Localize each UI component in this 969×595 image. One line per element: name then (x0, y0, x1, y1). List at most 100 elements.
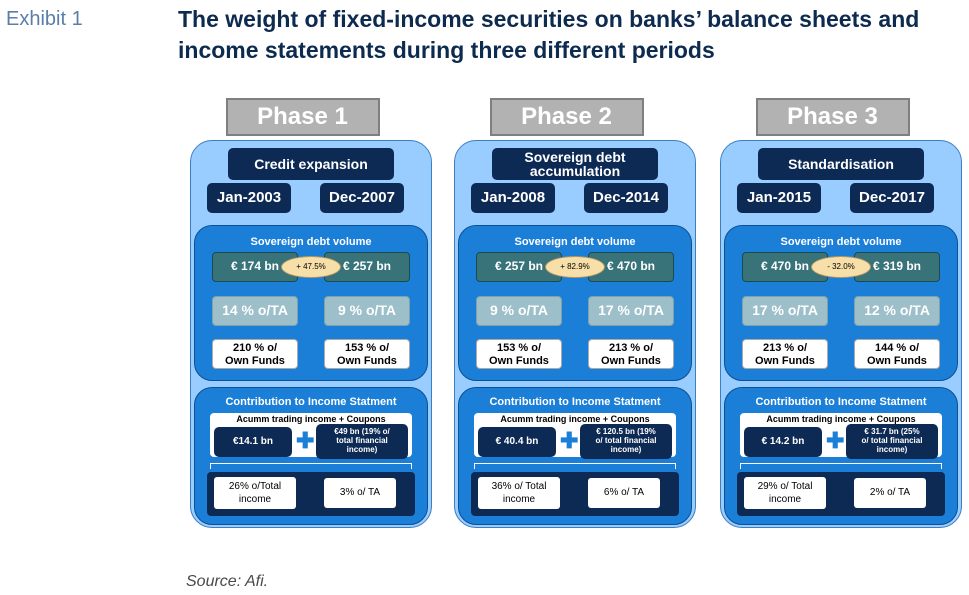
start-date: Jan-2003 (207, 183, 291, 213)
contribution-title: Contribution to Income Statment (225, 396, 397, 408)
volume-change-badge: + 47.5% (281, 256, 341, 278)
coupons-line2: total financial (336, 436, 388, 445)
coupons-line2: o/ total financial (861, 436, 923, 445)
volume-title: Sovereign debt volume (250, 236, 372, 248)
phase-panel: Phase 1 Credit expansion Jan-2003 Dec-20… (170, 98, 435, 538)
plus-icon: ✚ (560, 428, 579, 453)
ota-start: 14 % o/TA (212, 296, 298, 326)
phase-panel: Phase 2 Sovereign debt accumulation Jan-… (434, 98, 699, 538)
phase-panel: Phase 3 Standardisation Jan-2015 Dec-201… (700, 98, 965, 538)
own-funds-start: 213 % o/ Own Funds (742, 339, 828, 369)
ta-share: 6% o/ TA (588, 478, 660, 508)
bracket-divider (210, 463, 412, 469)
sovereign-debt-section: Sovereign debt volume € 257 bn € 470 bn … (458, 225, 692, 381)
total-income-line1: 36% o/ Total (491, 481, 547, 492)
income-contribution-section: Contribution to Income Statment Acumm tr… (194, 387, 428, 525)
coupons-line1: €49 bn (19% o/ (334, 427, 390, 436)
phase-body: Standardisation Jan-2015 Dec-2017 Sovere… (720, 140, 962, 528)
own-funds-end-line1: 153 % o/ (344, 342, 390, 354)
trading-income: €14.1 bn (214, 427, 292, 457)
own-funds-start: 210 % o/ Own Funds (212, 339, 298, 369)
ta-share: 2% o/ TA (854, 478, 926, 508)
income-contribution-section: Contribution to Income Statment Acumm tr… (724, 387, 958, 525)
totals-box: 26% o/Total income 3% o/ TA (207, 472, 415, 516)
own-funds-end: 153 % o/ Own Funds (324, 339, 410, 369)
sovereign-debt-section: Sovereign debt volume € 470 bn € 319 bn … (724, 225, 958, 381)
start-date: Jan-2015 (737, 183, 821, 213)
own-funds-start-line2: Own Funds (755, 355, 815, 367)
volume-change-badge: + 82.9% (545, 256, 605, 278)
total-income-share: 26% o/Total income (214, 477, 296, 509)
phase-body: Credit expansion Jan-2003 Dec-2007 Sover… (190, 140, 432, 528)
total-income-line1: 29% o/ Total (757, 481, 813, 492)
own-funds-start-line2: Own Funds (225, 355, 285, 367)
own-funds-end: 144 % o/ Own Funds (854, 339, 940, 369)
bracket-divider (740, 463, 942, 469)
phase-label: Phase 2 (489, 98, 644, 136)
phase-body: Sovereign debt accumulation Jan-2008 Dec… (454, 140, 696, 528)
own-funds-end-line2: Own Funds (601, 355, 661, 367)
volume-start: € 257 bn (476, 252, 562, 282)
plus-icon: ✚ (296, 428, 315, 453)
coupons-line1: € 120.5 bn (19% (596, 427, 656, 436)
ota-start: 17 % o/TA (742, 296, 828, 326)
total-income-line1: 26% o/Total (228, 481, 282, 492)
phase-subtitle: Sovereign debt accumulation (492, 148, 658, 180)
bracket-divider (474, 463, 676, 469)
own-funds-start-line1: 213 % o/ (762, 342, 808, 354)
contribution-title: Contribution to Income Statment (755, 396, 927, 408)
volume-start: € 174 bn (212, 252, 298, 282)
ota-start: 9 % o/TA (476, 296, 562, 326)
coupons-income: €49 bn (19% o/ total financial income) (316, 424, 408, 459)
trading-income: € 40.4 bn (478, 427, 556, 457)
source-note: Source: Afi. (186, 573, 269, 590)
phase-label: Phase 1 (225, 98, 380, 136)
acumm-label: Acumm trading income + Coupons (766, 414, 916, 424)
own-funds-end: 213 % o/ Own Funds (588, 339, 674, 369)
end-date: Dec-2007 (320, 183, 404, 213)
end-date: Dec-2017 (850, 183, 934, 213)
ota-end: 9 % o/TA (324, 296, 410, 326)
own-funds-end-line2: Own Funds (337, 355, 397, 367)
total-income-share: 36% o/ Total income (478, 477, 560, 509)
sovereign-debt-section: Sovereign debt volume € 174 bn € 257 bn … (194, 225, 428, 381)
coupons-line2: o/ total financial (595, 436, 657, 445)
ota-end: 12 % o/TA (854, 296, 940, 326)
own-funds-end-line2: Own Funds (867, 355, 927, 367)
phase-label: Phase 3 (755, 98, 910, 136)
trading-income: € 14.2 bn (744, 427, 822, 457)
volume-title: Sovereign debt volume (780, 236, 902, 248)
total-income-line2: income (502, 494, 536, 505)
exhibit-label: Exhibit 1 (6, 8, 83, 30)
volume-change-badge: - 32.0% (811, 256, 871, 278)
start-date: Jan-2008 (471, 183, 555, 213)
page-title: The weight of fixed-income securities on… (178, 6, 920, 63)
ta-share: 3% o/ TA (324, 478, 396, 508)
coupons-income: € 120.5 bn (19% o/ total financial incom… (580, 424, 672, 459)
own-funds-start-line1: 153 % o/ (496, 342, 542, 354)
own-funds-end-line1: 144 % o/ (874, 342, 920, 354)
phase-subtitle: Credit expansion (228, 148, 394, 180)
ota-end: 17 % o/TA (588, 296, 674, 326)
own-funds-end-line1: 213 % o/ (608, 342, 654, 354)
acumm-label: Acumm trading income + Coupons (500, 414, 650, 424)
plus-icon: ✚ (826, 428, 845, 453)
own-funds-start-line2: Own Funds (489, 355, 549, 367)
totals-box: 36% o/ Total income 6% o/ TA (471, 472, 679, 516)
coupons-line3: income) (346, 445, 378, 454)
phase-subtitle: Standardisation (758, 148, 924, 180)
total-income-line2: income (238, 494, 272, 505)
totals-box: 29% o/ Total income 2% o/ TA (737, 472, 945, 516)
total-income-line2: income (768, 494, 802, 505)
coupons-line1: € 31.7 bn (25% (864, 427, 920, 436)
volume-end: € 319 bn (854, 252, 940, 282)
contribution-title: Contribution to Income Statment (489, 396, 661, 408)
coupons-line3: income) (876, 445, 908, 454)
acumm-label: Acumm trading income + Coupons (236, 414, 386, 424)
own-funds-start-line1: 210 % o/ (232, 342, 278, 354)
volume-title: Sovereign debt volume (514, 236, 636, 248)
own-funds-start: 153 % o/ Own Funds (476, 339, 562, 369)
end-date: Dec-2014 (584, 183, 668, 213)
coupons-income: € 31.7 bn (25% o/ total financial income… (846, 424, 938, 459)
total-income-share: 29% o/ Total income (744, 477, 826, 509)
